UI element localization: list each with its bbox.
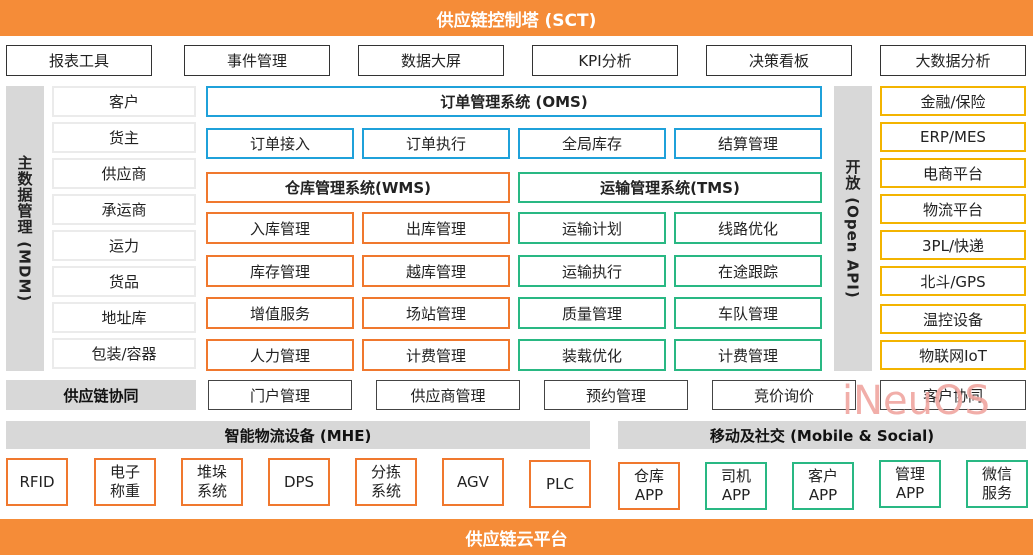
wms-crossdock[interactable]: 越库管理 <box>362 255 510 287</box>
mhe-dps[interactable]: DPS <box>268 458 330 506</box>
tms-quality[interactable]: 质量管理 <box>518 297 666 329</box>
mdm-item-packaging[interactable]: 包装/容器 <box>52 338 196 369</box>
app-wechat[interactable]: 微信 服务 <box>966 460 1028 508</box>
tms-fleet[interactable]: 车队管理 <box>674 297 822 329</box>
oms-title[interactable]: 订单管理系统 (OMS) <box>206 86 822 117</box>
open-api-label: 开放 (Open API) <box>843 158 862 299</box>
mdm-item-supplier[interactable]: 供应商 <box>52 158 196 189</box>
wms-outbound[interactable]: 出库管理 <box>362 212 510 244</box>
collab-portal[interactable]: 门户管理 <box>208 380 352 410</box>
top-banner-sct: 供应链控制塔 (SCT) <box>0 0 1033 36</box>
tms-load-opt[interactable]: 装载优化 <box>518 339 666 371</box>
collab-label: 供应链协同 <box>6 380 196 410</box>
collab-appointment[interactable]: 预约管理 <box>544 380 688 410</box>
wms-labor[interactable]: 人力管理 <box>206 339 354 371</box>
mhe-plc[interactable]: PLC <box>529 460 591 508</box>
mdm-item-owner[interactable]: 货主 <box>52 122 196 153</box>
app-driver-label: 司机 APP <box>720 467 751 504</box>
app-wechat-label: 微信 服务 <box>981 465 1012 502</box>
int-ecommerce[interactable]: 电商平台 <box>880 158 1026 188</box>
oms-settlement[interactable]: 结算管理 <box>674 128 822 159</box>
mhe-dps-label: DPS <box>283 472 315 491</box>
app-customer-label: 客户 APP <box>807 467 838 504</box>
bottom-banner-cloud: 供应链云平台 <box>0 519 1033 555</box>
mdm-item-capacity[interactable]: 运力 <box>52 230 196 261</box>
oms-global-inventory[interactable]: 全局库存 <box>518 128 666 159</box>
mdm-item-customer[interactable]: 客户 <box>52 86 196 117</box>
mhe-label: 智能物流设备 (MHE) <box>6 421 590 449</box>
collab-customer[interactable]: 客户协同 <box>880 380 1026 410</box>
mdm-item-address[interactable]: 地址库 <box>52 302 196 333</box>
int-3pl[interactable]: 3PL/快递 <box>880 230 1026 260</box>
int-gps[interactable]: 北斗/GPS <box>880 266 1026 296</box>
app-customer[interactable]: 客户 APP <box>792 462 854 510</box>
mobile-label: 移动及社交 (Mobile & Social) <box>618 421 1026 449</box>
mhe-sorting[interactable]: 分拣 系统 <box>355 458 417 506</box>
mhe-agv-label: AGV <box>457 472 489 491</box>
mhe-weighing[interactable]: 电子 称重 <box>94 458 156 506</box>
int-iot[interactable]: 物联网IoT <box>880 340 1026 370</box>
tool-bigscreen[interactable]: 数据大屏 <box>358 45 504 76</box>
app-warehouse[interactable]: 仓库 APP <box>618 462 680 510</box>
tms-title[interactable]: 运输管理系统(TMS) <box>518 172 822 203</box>
wms-inbound[interactable]: 入库管理 <box>206 212 354 244</box>
watermark: iNeuOS <box>842 378 990 424</box>
mdm-item-goods[interactable]: 货品 <box>52 266 196 297</box>
wms-billing[interactable]: 计费管理 <box>362 339 510 371</box>
int-finance[interactable]: 金融/保险 <box>880 86 1026 116</box>
int-logistics[interactable]: 物流平台 <box>880 194 1026 224</box>
collab-bidding[interactable]: 竞价询价 <box>712 380 856 410</box>
mhe-stacker[interactable]: 堆垛 系统 <box>181 458 243 506</box>
tool-bigdata[interactable]: 大数据分析 <box>880 45 1026 76</box>
mdm-label: 主数据管理 (MDM) <box>15 154 34 303</box>
app-driver[interactable]: 司机 APP <box>705 462 767 510</box>
open-api-block: 开放 (Open API) <box>834 86 872 371</box>
mdm-item-carrier[interactable]: 承运商 <box>52 194 196 225</box>
wms-title[interactable]: 仓库管理系统(WMS) <box>206 172 510 203</box>
mhe-stacker-label: 堆垛 系统 <box>196 463 227 500</box>
app-admin-label: 管理 APP <box>894 465 925 502</box>
app-warehouse-label: 仓库 APP <box>633 467 664 504</box>
app-admin[interactable]: 管理 APP <box>879 460 941 508</box>
mhe-sorting-label: 分拣 系统 <box>370 463 401 500</box>
int-temp[interactable]: 温控设备 <box>880 304 1026 334</box>
mhe-plc-label: PLC <box>546 474 574 493</box>
wms-inventory[interactable]: 库存管理 <box>206 255 354 287</box>
tms-tracking[interactable]: 在途跟踪 <box>674 255 822 287</box>
tms-execution[interactable]: 运输执行 <box>518 255 666 287</box>
mhe-rfid-label: RFID <box>19 472 55 491</box>
collab-supplier[interactable]: 供应商管理 <box>376 380 520 410</box>
int-erp[interactable]: ERP/MES <box>880 122 1026 152</box>
wms-value-added[interactable]: 增值服务 <box>206 297 354 329</box>
tool-decision[interactable]: 决策看板 <box>706 45 852 76</box>
tms-route-opt[interactable]: 线路优化 <box>674 212 822 244</box>
tool-report[interactable]: 报表工具 <box>6 45 152 76</box>
mhe-weighing-label: 电子 称重 <box>109 463 140 500</box>
tms-billing[interactable]: 计费管理 <box>674 339 822 371</box>
tool-event[interactable]: 事件管理 <box>184 45 330 76</box>
oms-order-execution[interactable]: 订单执行 <box>362 128 510 159</box>
tms-planning[interactable]: 运输计划 <box>518 212 666 244</box>
wms-yard[interactable]: 场站管理 <box>362 297 510 329</box>
mhe-rfid[interactable]: RFID <box>6 458 68 506</box>
oms-order-intake[interactable]: 订单接入 <box>206 128 354 159</box>
mhe-agv[interactable]: AGV <box>442 458 504 506</box>
tool-kpi[interactable]: KPI分析 <box>532 45 678 76</box>
mdm-label-block: 主数据管理 (MDM) <box>6 86 44 371</box>
